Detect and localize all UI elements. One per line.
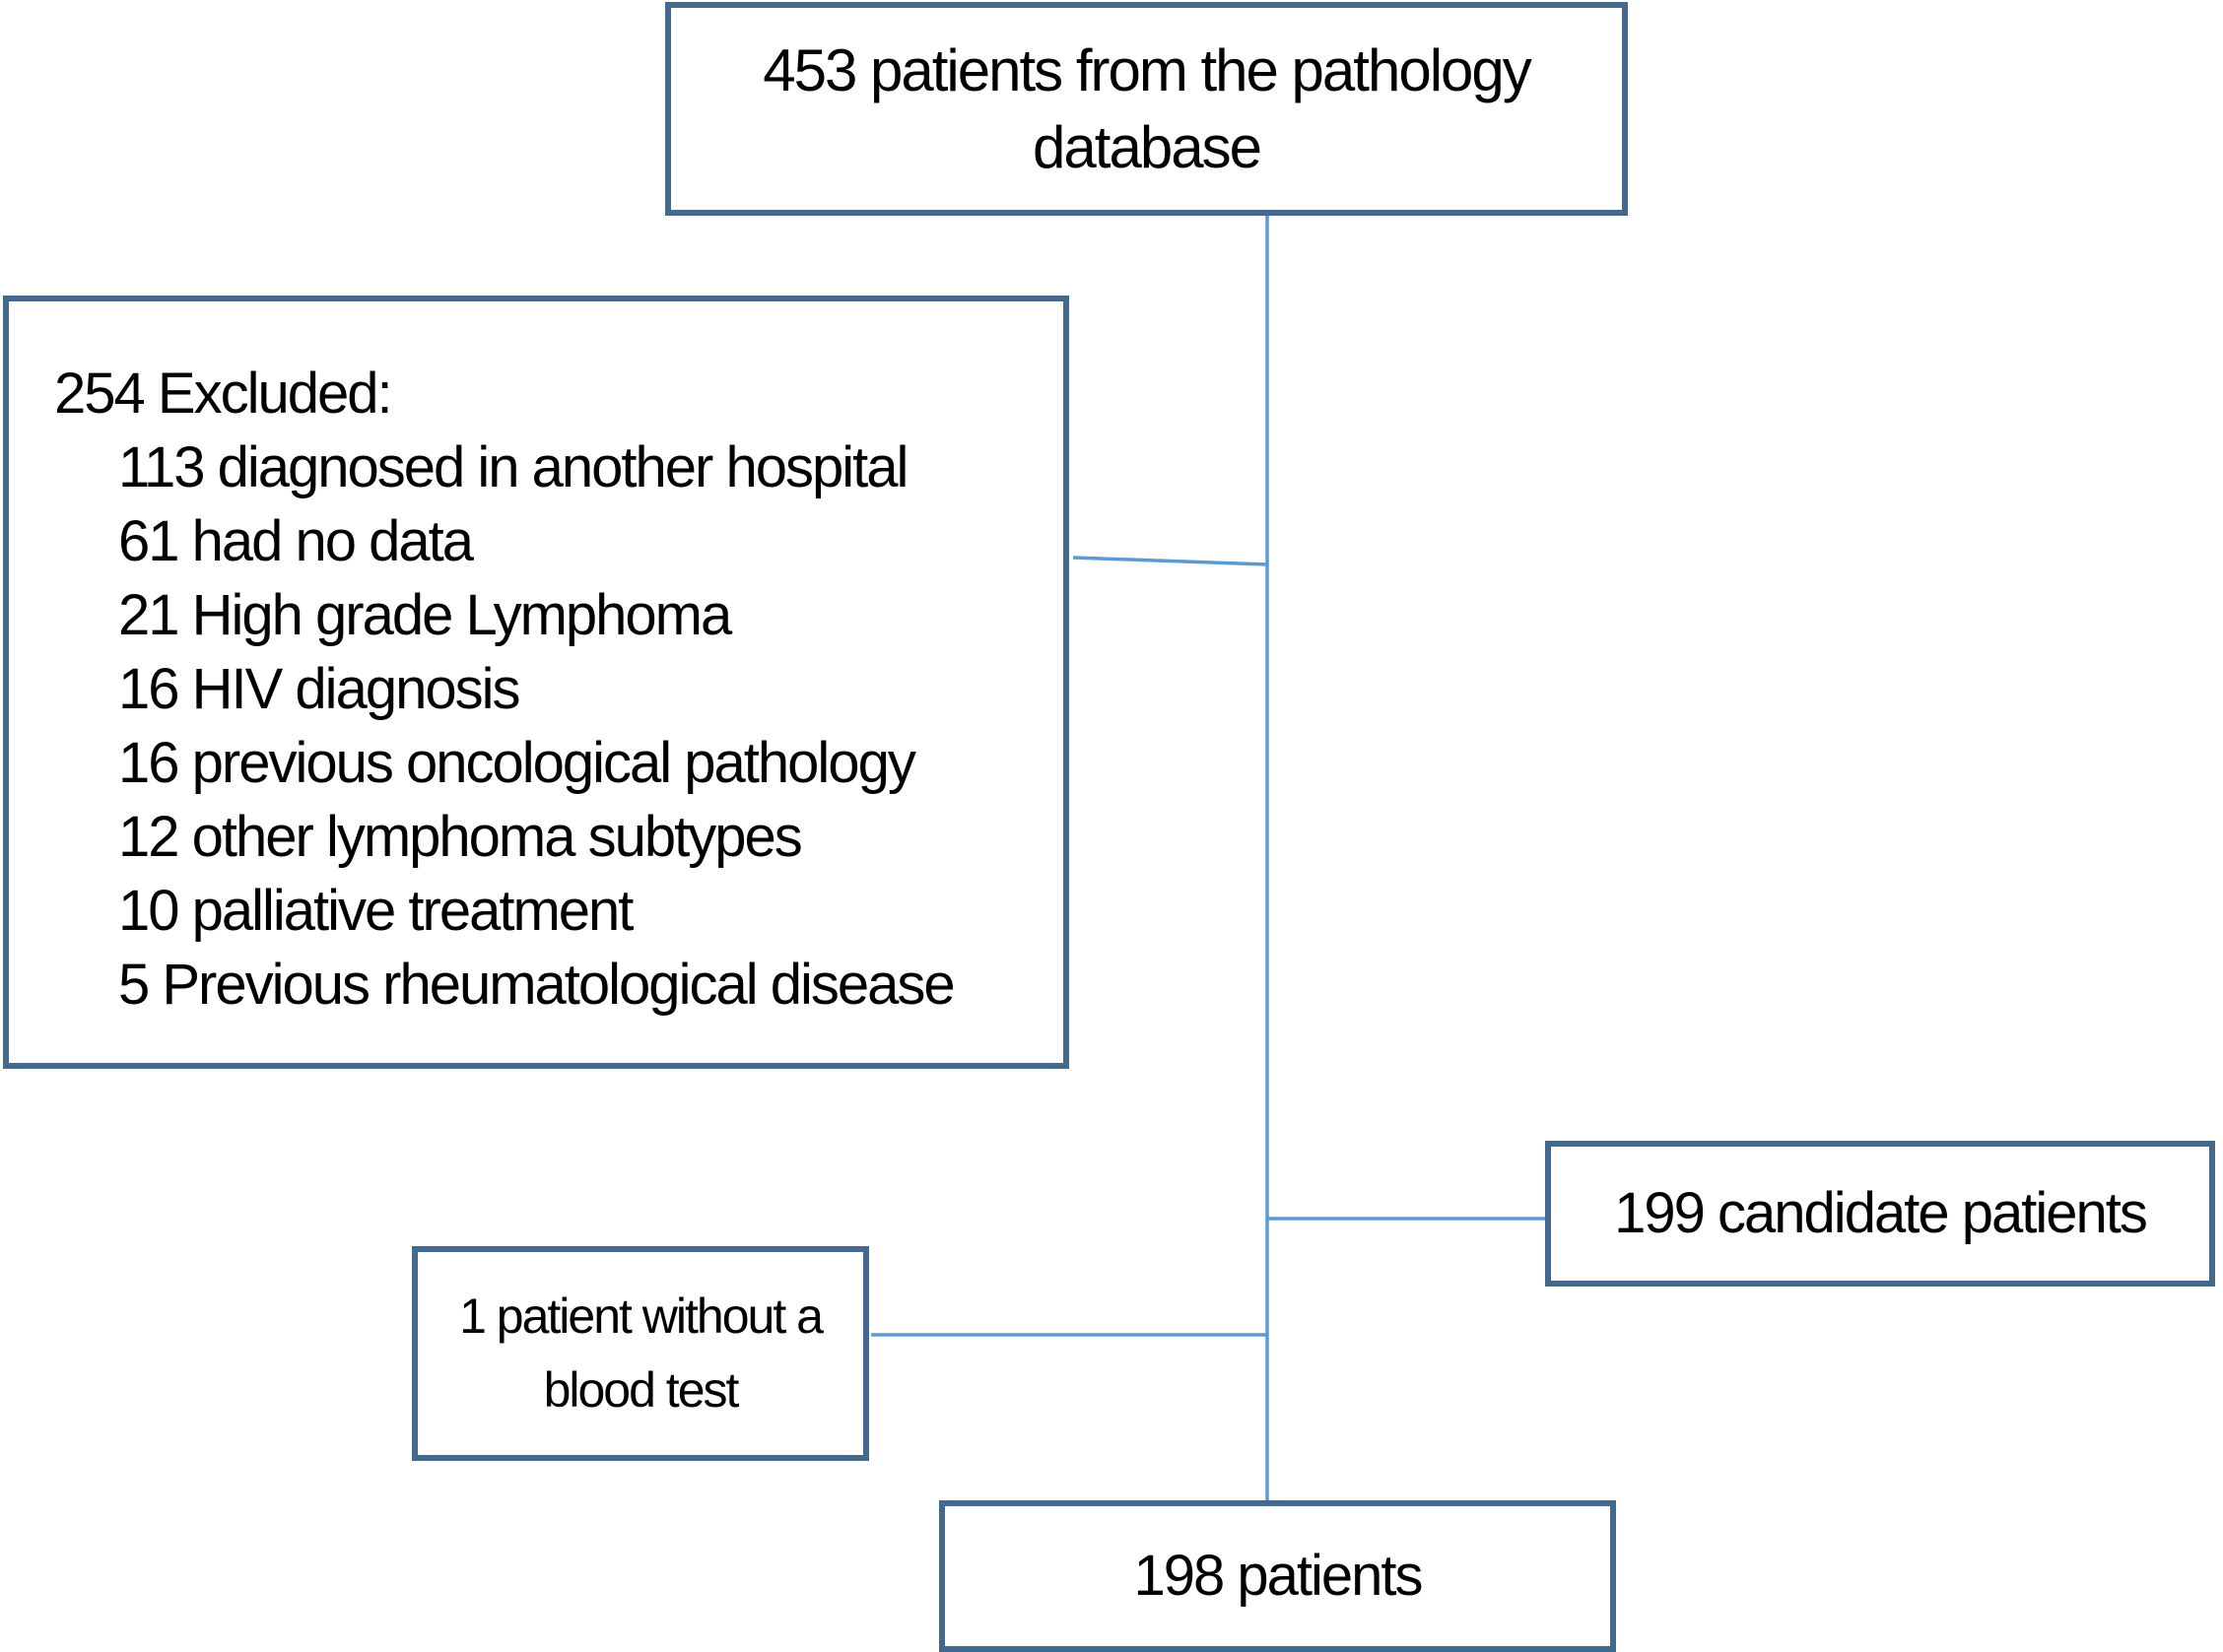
source-box-label: 453 patients from the pathology database <box>763 36 1532 180</box>
final-box-label: 198 patients <box>1133 1543 1423 1608</box>
candidates-box-label: 199 candidate patients <box>1614 1180 2148 1245</box>
excluded-item: 16 HIV diagnosis <box>118 657 520 721</box>
no-blood-test-box: 1 patient without a blood test <box>412 1246 869 1461</box>
excluded-item: 10 palliative treatment <box>118 879 634 943</box>
excluded-item: 21 High grade Lymphoma <box>118 583 732 647</box>
excluded-item: 12 other lymphoma subtypes <box>118 805 803 869</box>
final-box: 198 patients <box>939 1500 1616 1652</box>
no-blood-test-box-label: 1 patient without a blood test <box>459 1289 824 1418</box>
excluded-heading: 254 Excluded: <box>54 362 393 426</box>
excluded-item: 5 Previous rheumatological disease <box>118 953 956 1017</box>
candidates-box: 199 candidate patients <box>1545 1141 2215 1287</box>
excluded-connector <box>1072 556 1268 566</box>
excluded-box: 254 Excluded: 113 diagnosed in another h… <box>3 296 1069 1069</box>
excluded-item: 61 had no data <box>118 509 474 573</box>
excluded-item: 16 previous oncological pathology <box>118 731 916 795</box>
source-box: 453 patients from the pathology database <box>665 2 1628 216</box>
excluded-item: 113 diagnosed in another hospital <box>118 435 909 499</box>
